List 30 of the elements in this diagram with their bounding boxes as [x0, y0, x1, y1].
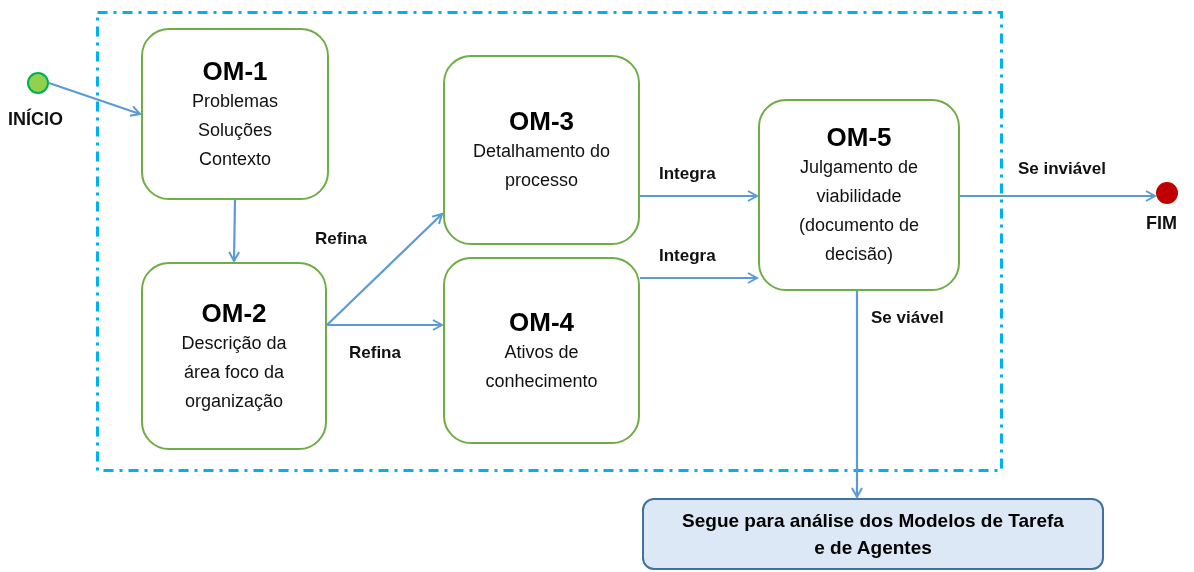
box-text: Contexto [198, 147, 271, 171]
process-box [443, 257, 640, 444]
box-text: Detalhamento do processo [471, 140, 612, 192]
process-box [443, 55, 640, 245]
box-title: OM-4 [509, 305, 574, 338]
box-title: OM-5 [826, 121, 892, 153]
arrow [960, 190, 1156, 202]
node-caption: INÍCIO [8, 107, 63, 131]
box-title: OM-2 [201, 296, 267, 329]
arrow [326, 213, 443, 326]
arrow [851, 291, 863, 498]
box-text: Julgamento de viabilidade (documento de decisão) [797, 156, 921, 266]
arrow [327, 319, 443, 331]
process-box [141, 262, 327, 450]
box-text: Segue para análise dos Modelos de Tarefa e de Agentes [681, 509, 1065, 560]
arrow [640, 190, 758, 202]
arrow [228, 200, 241, 262]
dashed-boundary [96, 11, 1003, 472]
arrow [640, 272, 758, 284]
node-caption: FIM [1146, 212, 1177, 235]
process-box [642, 498, 1104, 570]
box-title: OM-3 [509, 105, 574, 137]
process-box [758, 99, 960, 291]
box-text: Soluções [197, 118, 273, 142]
process-box [141, 28, 329, 200]
arrow [48, 81, 141, 117]
box-title: OM-1 [202, 54, 268, 87]
box-text: Descrição da área foco da organização [180, 331, 288, 413]
box-text: Ativos de conhecimento [484, 340, 599, 393]
box-text: Problemas [191, 89, 278, 113]
